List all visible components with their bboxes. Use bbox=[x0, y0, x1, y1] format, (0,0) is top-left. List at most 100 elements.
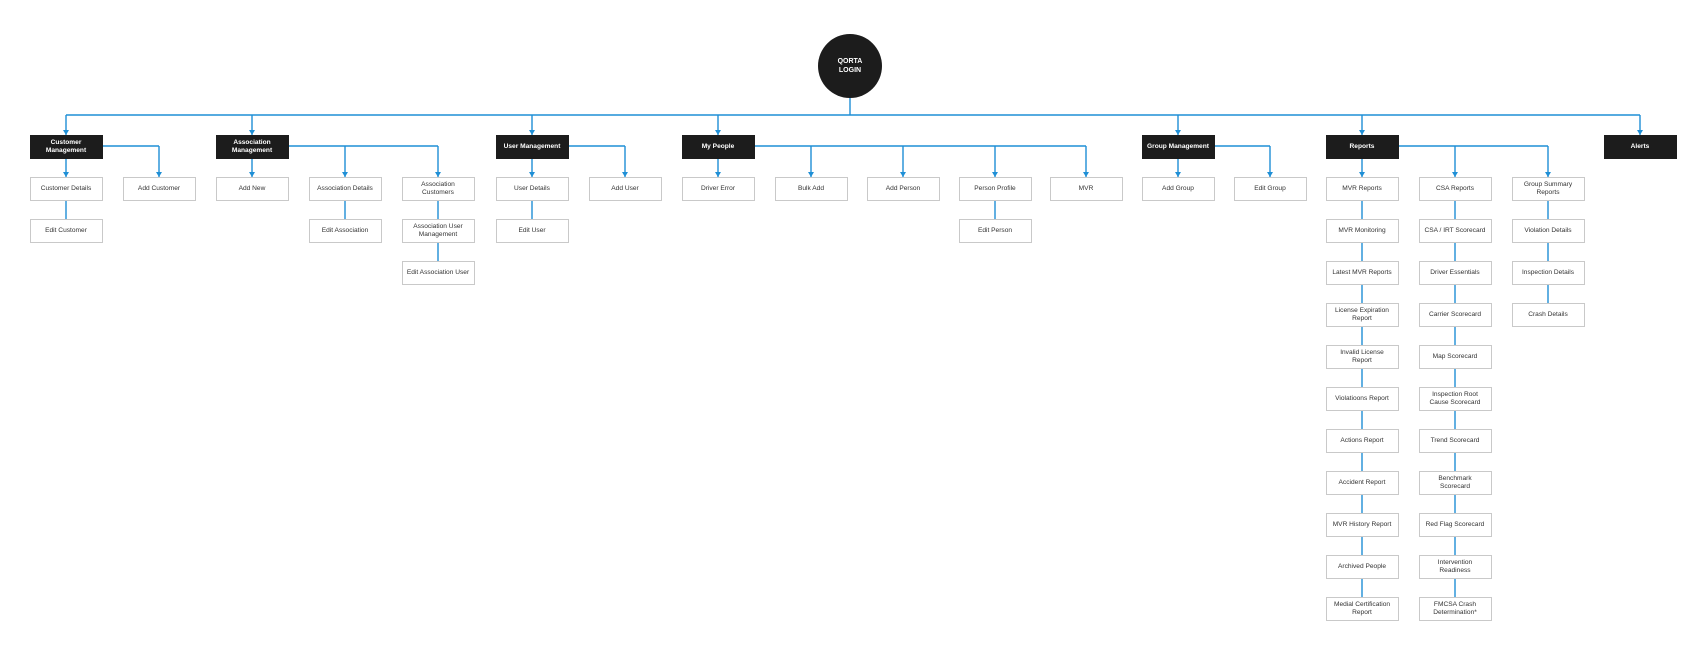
page-node-medial-certification-report[interactable]: Medial Certification Report bbox=[1325, 597, 1399, 621]
page-node-label: MVR bbox=[1078, 185, 1094, 192]
page-node-carrier-scorecard[interactable]: Carrier Scorecard bbox=[1418, 303, 1492, 327]
section-group-management[interactable]: Group Management bbox=[1141, 135, 1215, 159]
page-node-label: Invalid License Report bbox=[1340, 349, 1384, 364]
section-title: User Management bbox=[503, 143, 561, 150]
page-node-label: Trend Scorecard bbox=[1430, 437, 1480, 444]
page-node-inspection-root-cause-scorecard[interactable]: Inspection Root Cause Scorecard bbox=[1418, 387, 1492, 411]
page-node-label: Archived People bbox=[1337, 563, 1387, 570]
section-title: Alerts bbox=[1630, 143, 1650, 150]
page-node-mvr[interactable]: MVR bbox=[1049, 177, 1123, 201]
arrow-reports bbox=[1359, 130, 1365, 135]
root-line-1: QORTA bbox=[837, 58, 863, 65]
page-node-label: Add Customer bbox=[137, 185, 181, 192]
page-node-mvr-history-report[interactable]: MVR History Report bbox=[1325, 513, 1399, 537]
page-node-label: Crash Details bbox=[1528, 311, 1568, 318]
page-node-edit-association-user[interactable]: Edit Association User bbox=[401, 261, 475, 285]
page-node-driver-error[interactable]: Driver Error bbox=[681, 177, 755, 201]
page-node-bulk-add[interactable]: Bulk Add bbox=[774, 177, 848, 201]
page-node-label: Bulk Add bbox=[797, 185, 825, 192]
arrow-association-management bbox=[249, 130, 255, 135]
page-node-label: Violation Details bbox=[1524, 227, 1572, 234]
page-node-inspection-details[interactable]: Inspection Details bbox=[1511, 261, 1585, 285]
page-node-violation-details[interactable]: Violation Details bbox=[1511, 219, 1585, 243]
page-node-group-summary-reports[interactable]: Group Summary Reports bbox=[1511, 177, 1585, 201]
section-my-people[interactable]: My People bbox=[681, 135, 755, 159]
page-node-label: Group Summary Reports bbox=[1523, 181, 1573, 196]
arrow-group-management-col-0 bbox=[1175, 172, 1181, 177]
page-node-crash-details[interactable]: Crash Details bbox=[1511, 303, 1585, 327]
page-node-mvr-reports[interactable]: MVR Reports bbox=[1325, 177, 1399, 201]
page-node-label: MVR Monitoring bbox=[1338, 227, 1386, 234]
arrow-my-people-col-1 bbox=[808, 172, 814, 177]
page-node-user-details[interactable]: User Details bbox=[495, 177, 569, 201]
section-association-management[interactable]: Association Management bbox=[215, 135, 289, 159]
page-node-driver-essentials[interactable]: Driver Essentials bbox=[1418, 261, 1492, 285]
page-node-label: Association User Management bbox=[413, 223, 463, 238]
section-reports[interactable]: Reports bbox=[1325, 135, 1399, 159]
page-node-csa-reports[interactable]: CSA Reports bbox=[1418, 177, 1492, 201]
page-node-label: Edit Customer bbox=[45, 227, 87, 234]
page-node-label: Customer Details bbox=[40, 185, 92, 192]
page-node-invalid-license-report[interactable]: Invalid License Report bbox=[1325, 345, 1399, 369]
page-node-edit-customer[interactable]: Edit Customer bbox=[29, 219, 103, 243]
page-node-add-group[interactable]: Add Group bbox=[1141, 177, 1215, 201]
page-node-add-new[interactable]: Add New bbox=[215, 177, 289, 201]
section-customer-management[interactable]: Customer Management bbox=[29, 135, 103, 159]
arrow-association-management-col-1 bbox=[342, 172, 348, 177]
arrow-my-people-col-3 bbox=[992, 172, 998, 177]
page-node-customer-details[interactable]: Customer Details bbox=[29, 177, 103, 201]
page-node-trend-scorecard[interactable]: Trend Scorecard bbox=[1418, 429, 1492, 453]
arrow-my-people-col-4 bbox=[1083, 172, 1089, 177]
page-node-benchmark-scorecard[interactable]: Benchmark Scorecard bbox=[1418, 471, 1492, 495]
section-alerts[interactable]: Alerts bbox=[1603, 135, 1677, 159]
page-node-latest-mvr-reports[interactable]: Latest MVR Reports bbox=[1325, 261, 1399, 285]
page-node-edit-group[interactable]: Edit Group bbox=[1233, 177, 1307, 201]
arrow-customer-management-col-1 bbox=[156, 172, 162, 177]
page-node-label: MVR Reports bbox=[1342, 185, 1382, 192]
arrow-my-people-col-0 bbox=[715, 172, 721, 177]
page-node-red-flag-scorecard[interactable]: Red Flag Scorecard bbox=[1418, 513, 1492, 537]
page-node-label: Map Scorecard bbox=[1432, 353, 1478, 360]
page-node-add-person[interactable]: Add Person bbox=[866, 177, 940, 201]
page-node-label: Edit Person bbox=[977, 227, 1013, 234]
page-node-association-details[interactable]: Association Details bbox=[308, 177, 382, 201]
page-node-label: Inspection Root Cause Scorecard bbox=[1429, 391, 1481, 406]
page-node-edit-association[interactable]: Edit Association bbox=[308, 219, 382, 243]
page-node-actions-report[interactable]: Actions Report bbox=[1325, 429, 1399, 453]
arrow-my-people-col-2 bbox=[900, 172, 906, 177]
page-node-label: Add Person bbox=[885, 185, 921, 192]
page-node-association-user-management[interactable]: Association User Management bbox=[401, 219, 475, 243]
page-node-edit-person[interactable]: Edit Person bbox=[958, 219, 1032, 243]
page-node-label: Actions Report bbox=[1340, 437, 1384, 444]
page-node-label: Add User bbox=[611, 185, 639, 192]
page-node-label: User Details bbox=[514, 185, 550, 192]
page-node-label: Edit Association bbox=[321, 227, 369, 234]
page-node-label: Add Group bbox=[1162, 185, 1194, 192]
page-node-person-profile[interactable]: Person Profile bbox=[958, 177, 1032, 201]
page-node-association-customers[interactable]: Association Customers bbox=[401, 177, 475, 201]
page-node-add-user[interactable]: Add User bbox=[588, 177, 662, 201]
page-node-label: FMCSA Crash Determination* bbox=[1433, 601, 1477, 616]
section-title: My People bbox=[701, 143, 735, 150]
arrow-group-management-col-1 bbox=[1267, 172, 1273, 177]
page-node-violatioons-report[interactable]: Violatioons Report bbox=[1325, 387, 1399, 411]
page-node-map-scorecard[interactable]: Map Scorecard bbox=[1418, 345, 1492, 369]
page-node-label: Red Flag Scorecard bbox=[1425, 521, 1485, 528]
page-node-label: Latest MVR Reports bbox=[1332, 269, 1392, 276]
page-node-accident-report[interactable]: Accident Report bbox=[1325, 471, 1399, 495]
page-node-csa-irt-scorecard[interactable]: CSA / IRT Scorecard bbox=[1418, 219, 1492, 243]
page-node-label: Inspection Details bbox=[1521, 269, 1575, 276]
page-node-archived-people[interactable]: Archived People bbox=[1325, 555, 1399, 579]
section-title: Customer Management bbox=[45, 139, 87, 154]
section-user-management[interactable]: User Management bbox=[495, 135, 569, 159]
page-node-intervention-readiness[interactable]: Intervention Readiness bbox=[1418, 555, 1492, 579]
page-node-mvr-monitoring[interactable]: MVR Monitoring bbox=[1325, 219, 1399, 243]
page-node-fmcsa-crash-determination[interactable]: FMCSA Crash Determination* bbox=[1418, 597, 1492, 621]
page-node-label: Association Customers bbox=[421, 181, 455, 196]
page-node-license-expiration-report[interactable]: License Expiration Report bbox=[1325, 303, 1399, 327]
root-node-qorta-login[interactable]: QORTA LOGIN bbox=[818, 34, 882, 98]
page-node-edit-user[interactable]: Edit User bbox=[495, 219, 569, 243]
page-node-add-customer[interactable]: Add Customer bbox=[122, 177, 196, 201]
page-node-label: Violatioons Report bbox=[1335, 395, 1389, 402]
